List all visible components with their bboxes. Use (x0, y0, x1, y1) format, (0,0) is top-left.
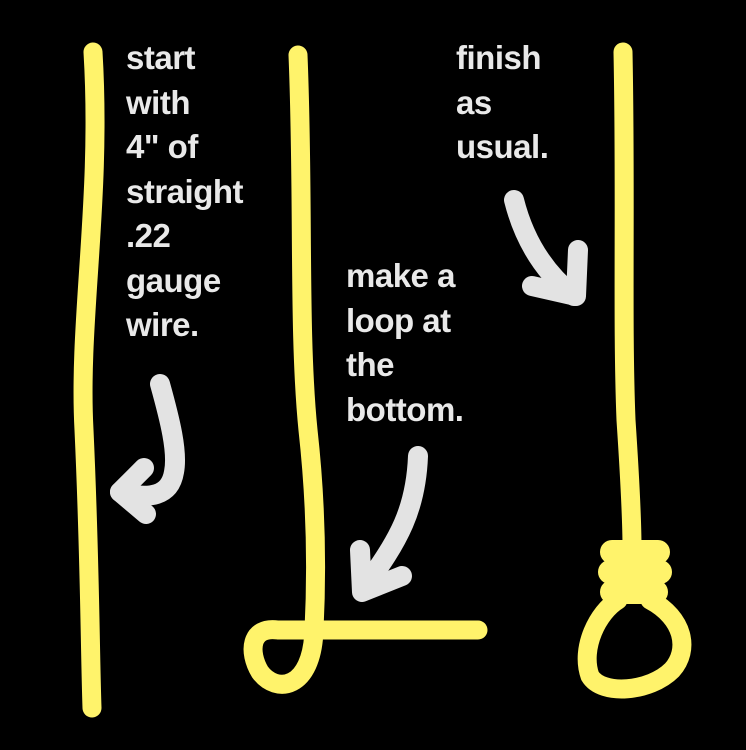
wire-stage-2 (243, 45, 488, 694)
curved-arrow-step-1 (110, 374, 186, 524)
step-1-line-2: with (126, 83, 190, 121)
arrows (110, 190, 588, 602)
wire-stage-1 (73, 42, 105, 718)
step-1-line-6: gauge (126, 261, 221, 299)
diagonal-arrow-step-2 (350, 446, 428, 602)
finished-noose-rope (613, 42, 642, 558)
step-3-line-1: finish (456, 39, 542, 76)
step-1-instruction: start with 4" of straight .22 gauge wire… (126, 36, 244, 348)
noose-loop (577, 590, 692, 699)
step-1-line-5: .22 (126, 217, 171, 254)
step-2-line-1: make a (346, 257, 455, 294)
wire-stage-3 (577, 42, 692, 699)
step-1-line-1: start (126, 39, 196, 76)
step-3-line-3: usual. (456, 128, 549, 165)
step-2-line-3: the (346, 346, 395, 383)
step-2-line-2: loop at (346, 301, 451, 339)
curved-arrow-step-3 (504, 190, 588, 306)
wire-with-bottom-loop (243, 45, 488, 694)
step-1-line-3: 4" of (126, 128, 198, 165)
step-2-instruction: make a loop at the bottom. (346, 254, 464, 432)
step-1-line-7: wire. (126, 306, 199, 343)
straight-wire (73, 42, 105, 718)
noose-coils (598, 540, 672, 604)
step-3-instruction: finish as usual. (456, 36, 549, 170)
step-3-line-2: as (456, 83, 492, 121)
step-1-line-4: straight (126, 172, 244, 210)
step-2-line-4: bottom. (346, 390, 464, 428)
